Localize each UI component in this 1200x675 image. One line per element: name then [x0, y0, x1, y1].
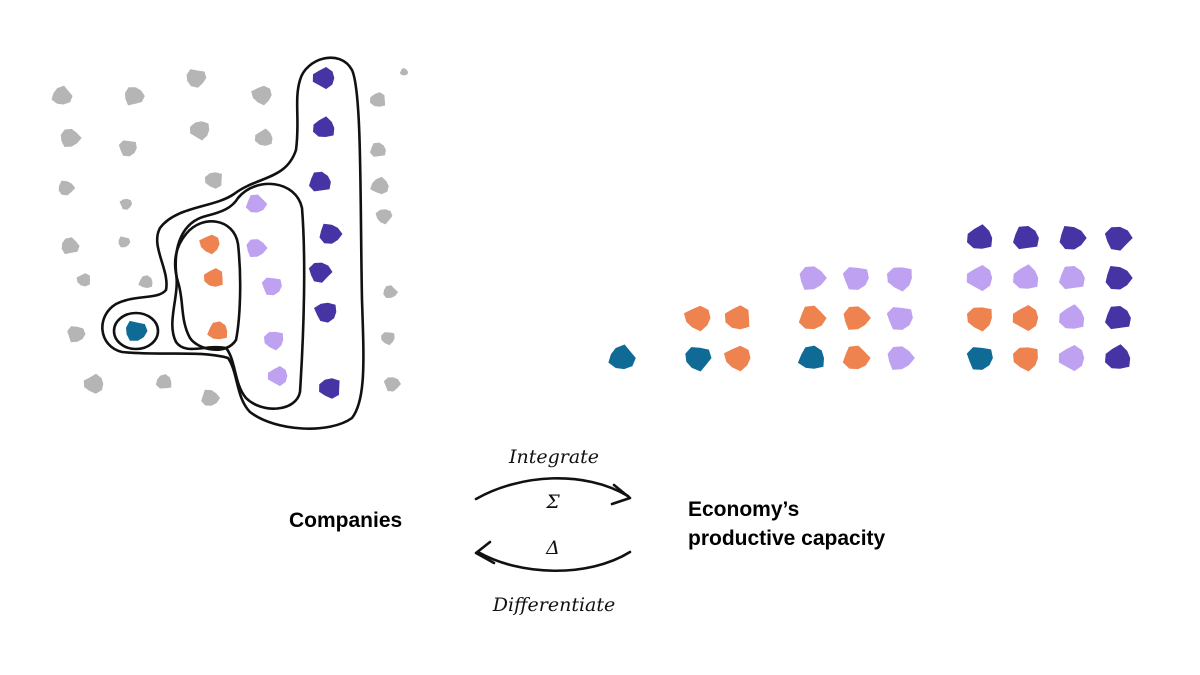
- capacity-dot-lavender: [1058, 345, 1085, 372]
- company-dot-purple: [308, 262, 333, 283]
- company-dot-purple: [314, 302, 337, 323]
- company-dot-gray: [255, 128, 273, 146]
- company-dot-gray: [61, 237, 80, 255]
- company-dot-gray: [399, 68, 409, 76]
- company-dot-purple: [309, 171, 331, 192]
- capacity-dot-purple: [1013, 226, 1039, 250]
- delta-symbol: Δ: [545, 537, 560, 559]
- integrate-label: Integrate: [508, 446, 599, 468]
- company-dot-gray: [138, 275, 153, 288]
- differentiate-arrowhead-icon: [474, 540, 496, 565]
- company-dot-orange: [199, 234, 220, 255]
- capacity-dot-orange: [967, 307, 992, 332]
- company-dot-gray: [251, 85, 272, 106]
- company-dot-field: [51, 67, 409, 406]
- capacity-dot-orange: [683, 305, 711, 332]
- capacity-dot-lavender: [1013, 264, 1039, 289]
- company-dot-gray: [370, 92, 386, 107]
- company-dot-lavender: [246, 239, 268, 258]
- capacity-dot-orange: [724, 305, 750, 330]
- company-dot-gray: [51, 85, 73, 105]
- company-dot-gray: [201, 389, 221, 406]
- company-dot-gray: [370, 176, 389, 195]
- company-dot-lavender: [245, 194, 268, 213]
- company-dot-gray: [60, 128, 82, 147]
- company-dot-lavender: [267, 366, 288, 387]
- capacity-dot-purple: [1105, 344, 1131, 369]
- capacity-dot-teal: [685, 347, 712, 372]
- sigma-symbol: Σ: [545, 491, 560, 513]
- company-dot-orange: [207, 321, 228, 340]
- capacity-dot-orange: [1012, 305, 1039, 332]
- company-dot-purple: [313, 116, 335, 137]
- nested-outlines: [101, 56, 365, 430]
- capacity-dot-orange: [1013, 347, 1038, 372]
- company-dot-gray: [383, 285, 399, 298]
- outline-purple-level: [101, 56, 365, 430]
- company-dot-orange: [204, 268, 223, 287]
- company-dot-gray: [155, 374, 172, 389]
- capacity-dot-lavender: [887, 346, 915, 370]
- capacity-dot-orange: [723, 345, 751, 372]
- capacity-dot-teal: [797, 345, 824, 369]
- capacity-dot-lavender: [887, 267, 912, 292]
- integrate-arrow: [474, 476, 632, 506]
- company-dot-gray: [186, 69, 207, 88]
- company-dot-purple: [319, 223, 343, 244]
- company-dot-gray: [190, 121, 210, 141]
- company-dot-gray: [375, 209, 393, 225]
- capacity-dot-lavender: [966, 265, 993, 292]
- company-dot-gray: [76, 273, 90, 287]
- capacity-dot-purple: [967, 224, 993, 249]
- capacity-dot-lavender: [1059, 304, 1085, 329]
- capacity-dot-purple: [1104, 226, 1133, 251]
- capacity-dot-teal: [966, 347, 993, 370]
- outline-teal-level: [112, 311, 160, 351]
- company-dot-gray: [118, 140, 137, 157]
- outline-orange-level: [173, 220, 242, 351]
- capacity-dot-lavender: [886, 307, 913, 330]
- capacity-dot-purple: [1105, 306, 1131, 330]
- company-dot-gray: [381, 332, 395, 346]
- companies-label: Companies: [289, 509, 402, 532]
- company-dot-gray: [67, 326, 86, 343]
- company-dot-gray: [383, 377, 401, 392]
- company-dot-gray: [118, 236, 131, 248]
- capacity-dot-teal: [608, 344, 636, 370]
- company-dot-gray: [58, 180, 76, 196]
- capacity-dot-purple: [1059, 226, 1087, 250]
- capacity-dot-purple: [1105, 266, 1133, 290]
- capacity-dot-lavender: [842, 267, 869, 290]
- company-dot-lavender: [261, 277, 282, 296]
- company-dot-lavender: [264, 331, 284, 351]
- capacity-dot-orange: [843, 306, 871, 330]
- integrate-arrowhead-icon: [610, 483, 632, 506]
- capacity-dot-orange: [842, 345, 871, 370]
- capacity-dot-lavender: [799, 266, 827, 290]
- outline-lavender-level: [171, 182, 306, 410]
- capacity-dot-lavender: [1059, 266, 1085, 290]
- economy-label-line1: Economy’s: [688, 498, 799, 521]
- economy-label-line2: productive capacity: [688, 527, 886, 550]
- company-dot-gray: [125, 87, 145, 106]
- company-dot-gray: [205, 172, 222, 189]
- company-dot-gray: [370, 142, 386, 157]
- company-dot-teal: [126, 320, 148, 341]
- company-dot-purple: [319, 378, 340, 399]
- differentiate-label: Differentiate: [492, 594, 616, 616]
- differentiate-arrow: [474, 540, 632, 572]
- capacity-dot-orange: [798, 305, 827, 330]
- company-dot-purple: [312, 67, 335, 90]
- productive-capacity-stacks: [608, 224, 1133, 372]
- company-dot-gray: [119, 198, 133, 210]
- company-dot-gray: [83, 373, 104, 394]
